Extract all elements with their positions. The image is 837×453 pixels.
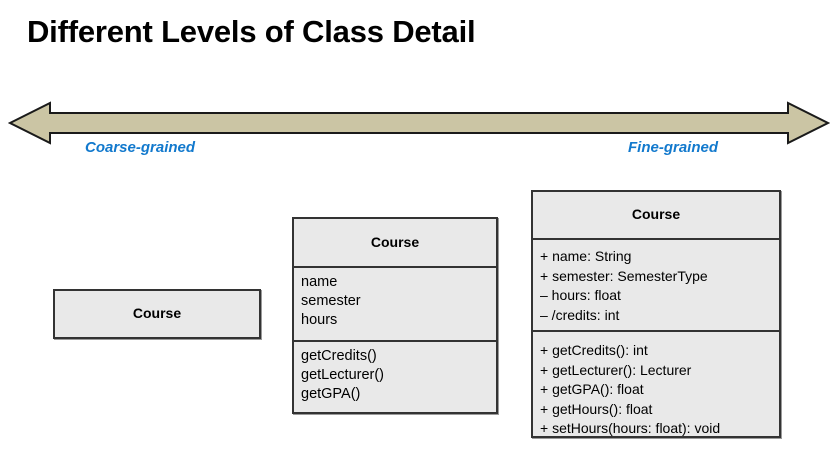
uml-attribute-compartment: + name: String + semester: SemesterType … [533,238,779,330]
uml-name-compartment: Course [294,219,496,266]
uml-method: getLecturer() [301,367,385,383]
uml-attribute-compartment: name semester hours [294,266,496,340]
uml-method-compartment: getCredits() getLecturer() getGPA() [294,340,496,416]
spectrum-label-coarse: Coarse-grained [85,139,196,156]
uml-class-box-medium: Course name semester hours getCredits() … [292,217,498,414]
spectrum-arrow [8,98,830,148]
uml-attribute: hours [301,312,338,328]
uml-attribute: semester [301,293,361,309]
uml-method: getGPA() [301,386,361,402]
uml-class-name: Course [132,305,182,322]
uml-attribute: name [301,274,338,290]
uml-attribute: + name: String [540,248,632,264]
uml-name-compartment: Course [55,291,259,337]
double-headed-arrow-icon [8,101,830,145]
uml-method: + setHours(hours: float): void [540,420,721,436]
uml-class-name: Course [631,206,681,223]
uml-method: + getLecturer(): Lecturer [540,361,692,378]
uml-class-box-simple: Course [53,289,261,339]
uml-class-box-detailed: Course + name: String + semester: Semest… [531,190,781,438]
uml-class-name: Course [370,233,420,250]
uml-method: + getHours(): float [540,400,653,417]
uml-method: + getCredits(): int [540,342,648,358]
page-title: Different Levels of Class Detail [27,14,476,49]
uml-method: getCredits() [301,348,377,364]
uml-attribute: – /credits: int [540,306,620,323]
uml-attribute: – hours: float [540,287,621,303]
uml-method: + getGPA(): float [540,381,644,397]
uml-attribute: + semester: SemesterType [540,267,708,284]
spectrum-label-fine: Fine-grained [628,139,719,156]
uml-method-compartment: + getCredits(): int + getLecturer(): Lec… [533,330,779,440]
uml-name-compartment: Course [533,192,779,238]
